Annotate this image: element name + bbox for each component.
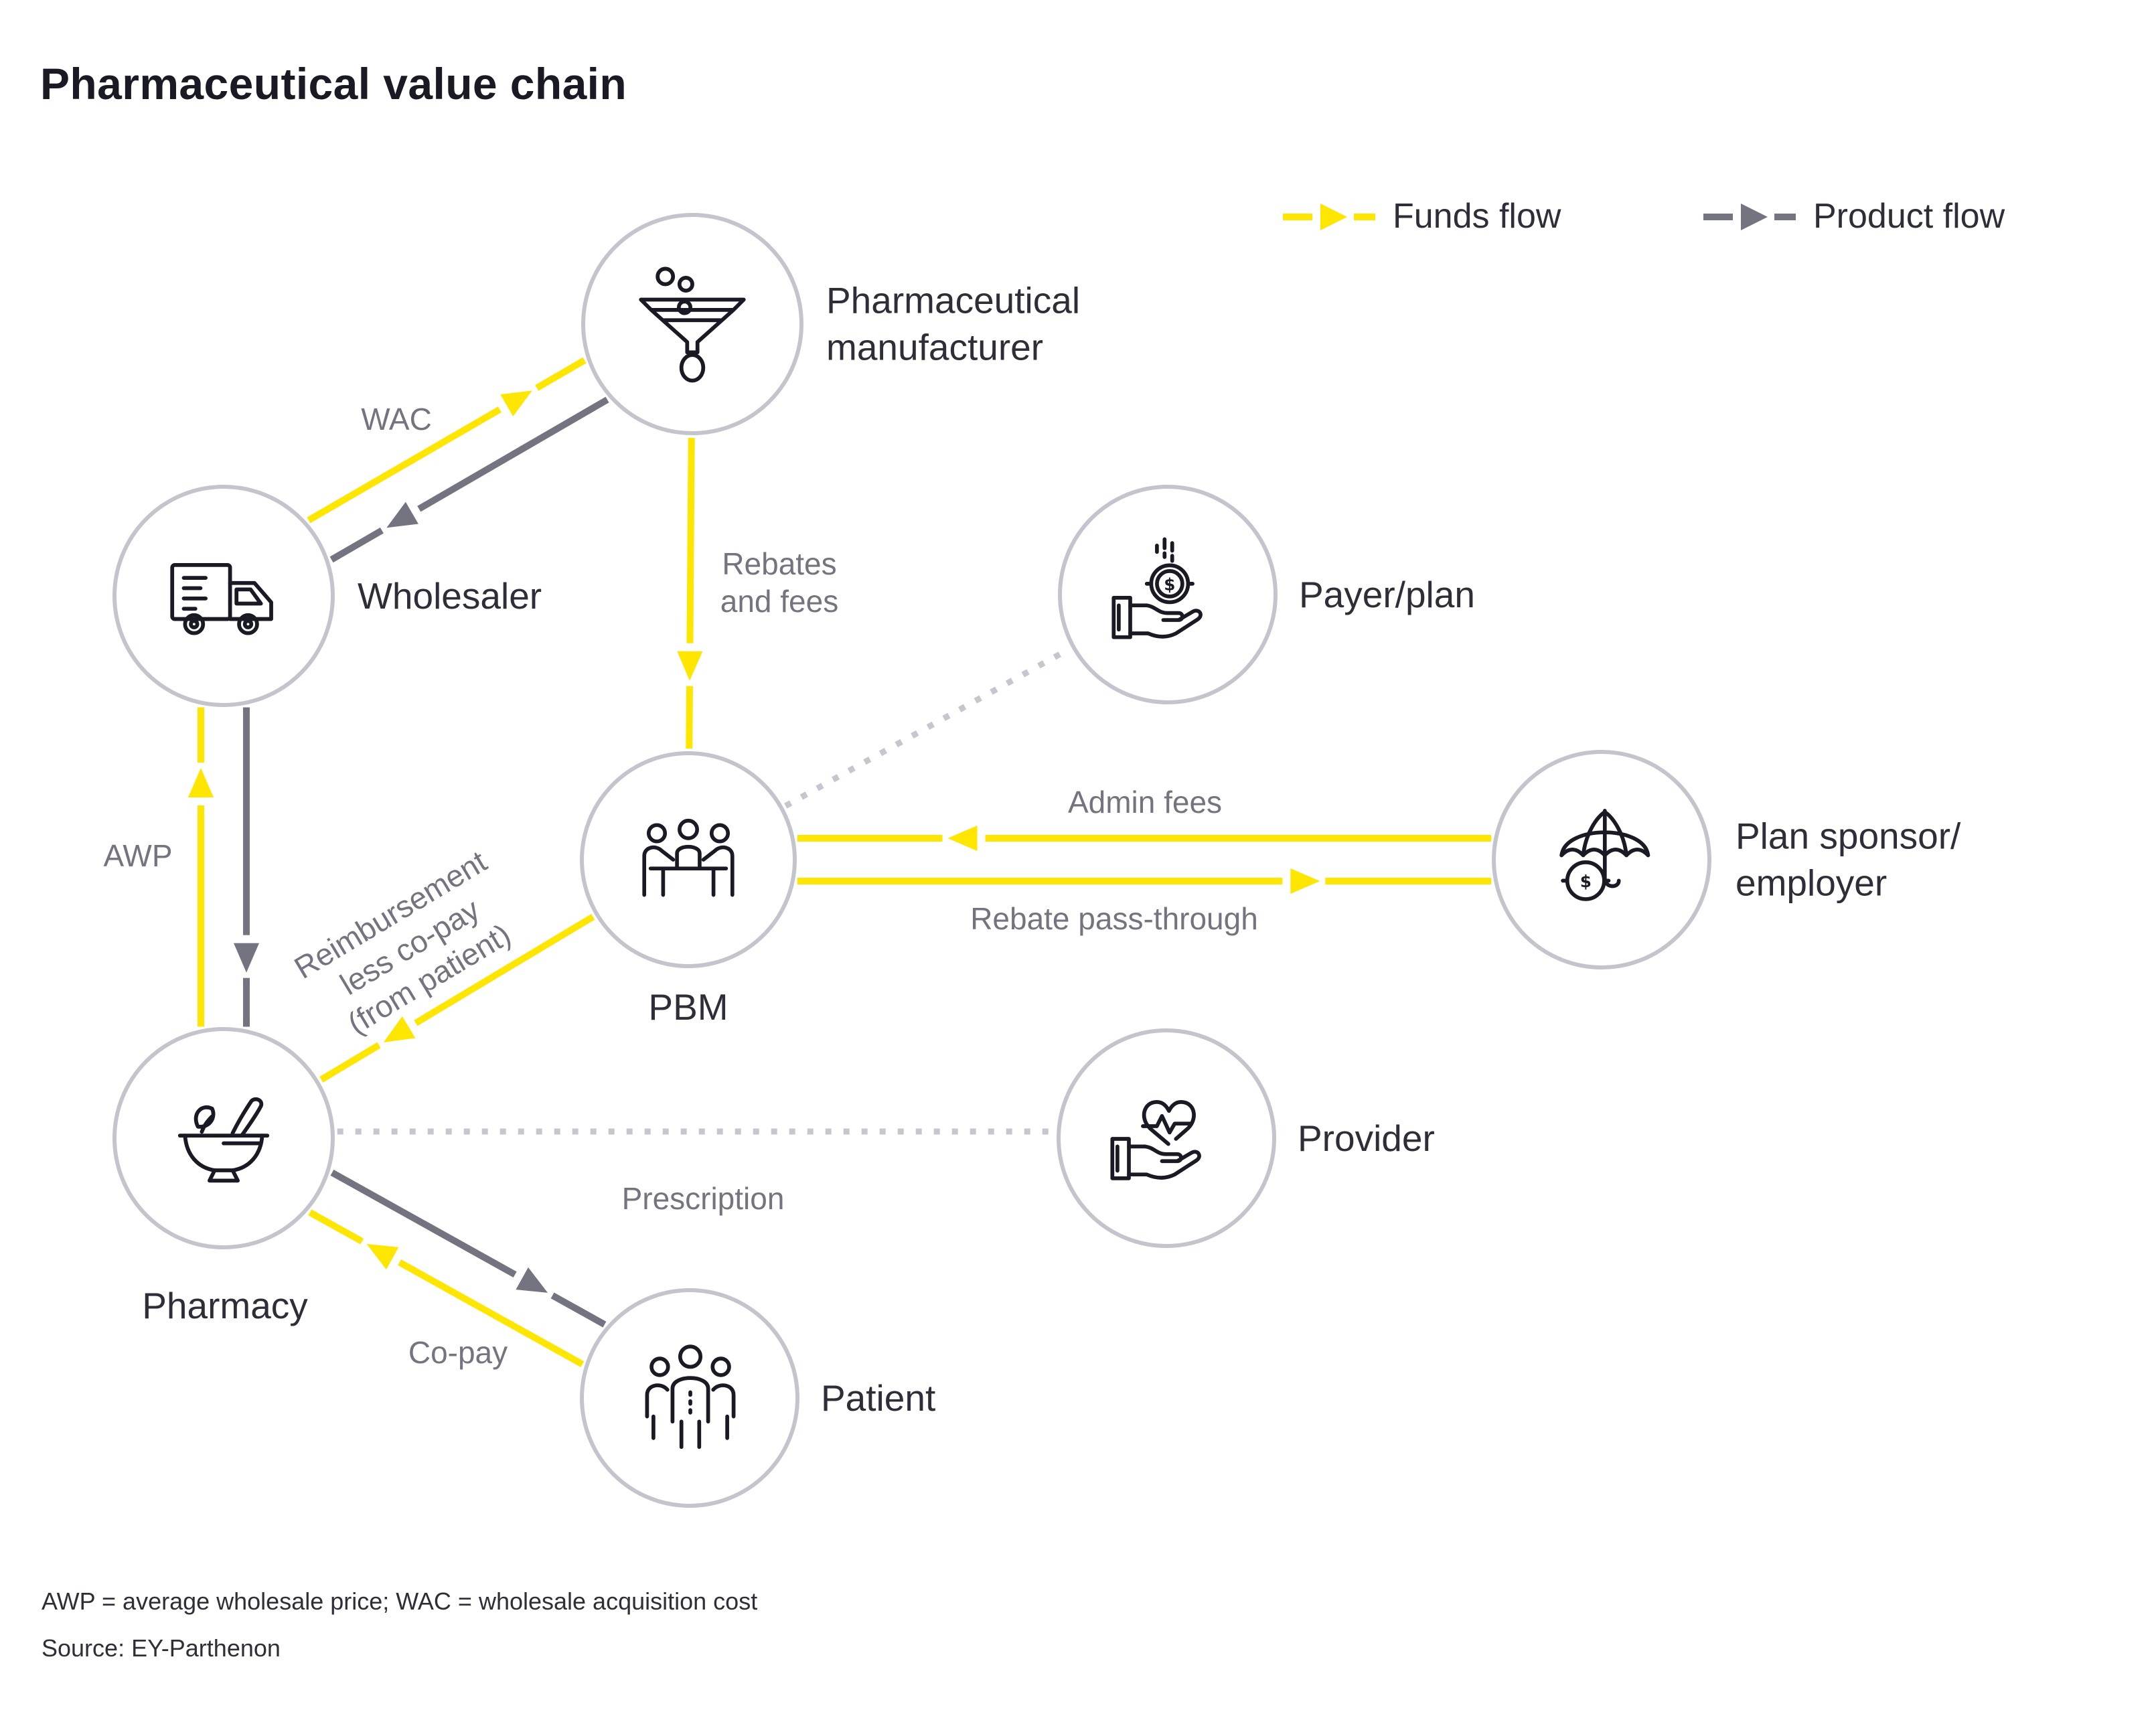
arrowhead-icon [947,826,978,851]
arrowhead-icon [677,651,703,681]
footnote: AWP = average wholesale price; WAC = who… [42,1588,757,1682]
arrowhead-icon [1290,868,1320,894]
arrowhead-icon [383,1016,416,1042]
funds-flow-label: Funds flow [1393,196,1561,236]
product-flow-label: Product flow [1813,196,2005,236]
arrowhead-icon [516,1267,548,1293]
footnote-abbreviations: AWP = average wholesale price; WAC = who… [42,1588,758,1615]
arrowhead-icon [234,943,259,973]
edge-product-wholesaler-pharmacy [234,707,259,1027]
page-title: Pharmaceutical value chain [40,59,627,108]
arrowhead-icon [500,390,532,416]
legend-item-funds-flow: Funds flow [1283,196,1561,237]
edge-rebate-pass-through [797,868,1492,894]
edge-awp [188,707,214,1027]
arrowhead-icon [386,501,418,528]
source-line: Source: EY-Parthenon [42,1635,281,1662]
edge-wac [307,357,587,524]
edge-admin-fees [797,826,1492,851]
arrowhead-icon [188,767,214,797]
legend-item-product-flow: Product flow [1703,196,2005,237]
product-flow-arrow-icon [1703,199,1797,234]
edge-product-manufacturer-wholesaler [329,396,609,563]
edge-pbm-payer-link [784,646,1071,809]
funds-flow-arrow-icon [1283,199,1377,234]
arrowhead-icon [366,1244,399,1270]
edge-rebates-and-fees [677,437,703,749]
edge-reimbursement [319,914,595,1083]
